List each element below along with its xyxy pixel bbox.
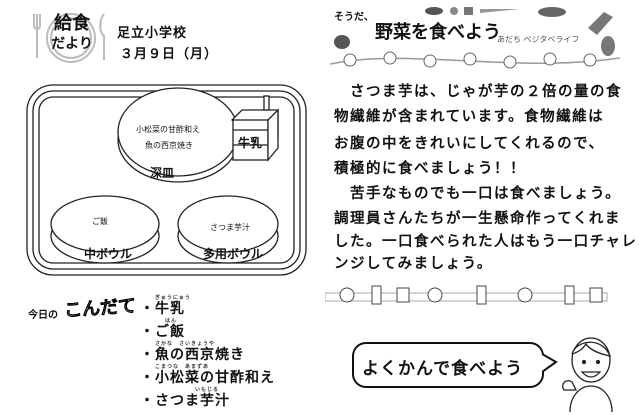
menu-item: ・いもじるさつま芋汁 [140,387,230,409]
teacher-character-icon [562,337,613,412]
tableware-border-icon [325,285,608,305]
deep-plate-label: 深皿 [150,166,175,180]
rice-bowl [50,195,160,253]
menu-item: ・はんご飯 [140,318,185,340]
menu-title: こんだて [63,295,137,322]
menu-item: ・こまつな あまずあ小松菜の甘酢和え [140,364,275,386]
issue-date: ３月９日（月） [120,47,219,62]
article-line: 調理員さんたちが一生懸命作ってくれま [334,211,621,227]
milk-label: 牛乳 [238,136,263,150]
school-name: 足立小学校 [117,26,188,41]
deep-plate-item: 魚の西京焼き [145,141,193,150]
vegetable-illustrations-icon [330,7,620,69]
soup-item: さつま芋汁 [210,223,250,232]
bubble-text: よくかんで食べよう [362,359,524,379]
rice-bowl-label: 中ボウル [84,247,133,261]
article-line: ンジしてみましょう。 [334,256,493,272]
article-line: お腹の中をきれいにしてくれるので、 [334,136,605,152]
banner-subtitle: あだち ベジタベライフ [497,35,580,44]
banner-title: 野菜を食べよう [375,22,501,43]
menu-title-prefix: 今日の [28,310,58,321]
article-line: 物繊維が含まれています。食物繊維は [334,109,605,125]
menu-item: ・ぎゅうにゅう牛乳 [140,295,191,317]
speech-bubble [352,342,544,388]
rice-item: ご飯 [92,217,108,226]
tray-outer [26,84,307,276]
deep-plate-item: 小松菜の甘酢和え [136,125,200,134]
milk-carton [232,119,269,161]
bubble-tail-icon [542,353,558,373]
banner-prefix: そうだ、 [334,12,374,23]
menu-item: ・さかな さいきょうや魚の西京焼き [140,341,245,363]
lunch-tray-diagram [26,84,307,276]
article-line: 苦手なものでも一口は食べましょう。 [334,186,622,202]
logo-line2: だより [51,36,93,52]
soup-bowl [177,195,279,253]
logo-line1: 給食 [54,13,90,34]
milk-straw [263,95,270,111]
plate-fork-knife-logo-icon [33,13,105,63]
article-line: さつま芋は、じゃが芋の２倍の量の食 [334,84,622,100]
article-line: した。一口食べられた人はもう一口チャレ [334,234,638,250]
kyushoku-dayori-logo: 給食だより [47,13,97,55]
article-line: 積極的に食べましょう！！ [334,161,526,177]
soup-bowl-label: 多用ボウル [203,247,264,261]
